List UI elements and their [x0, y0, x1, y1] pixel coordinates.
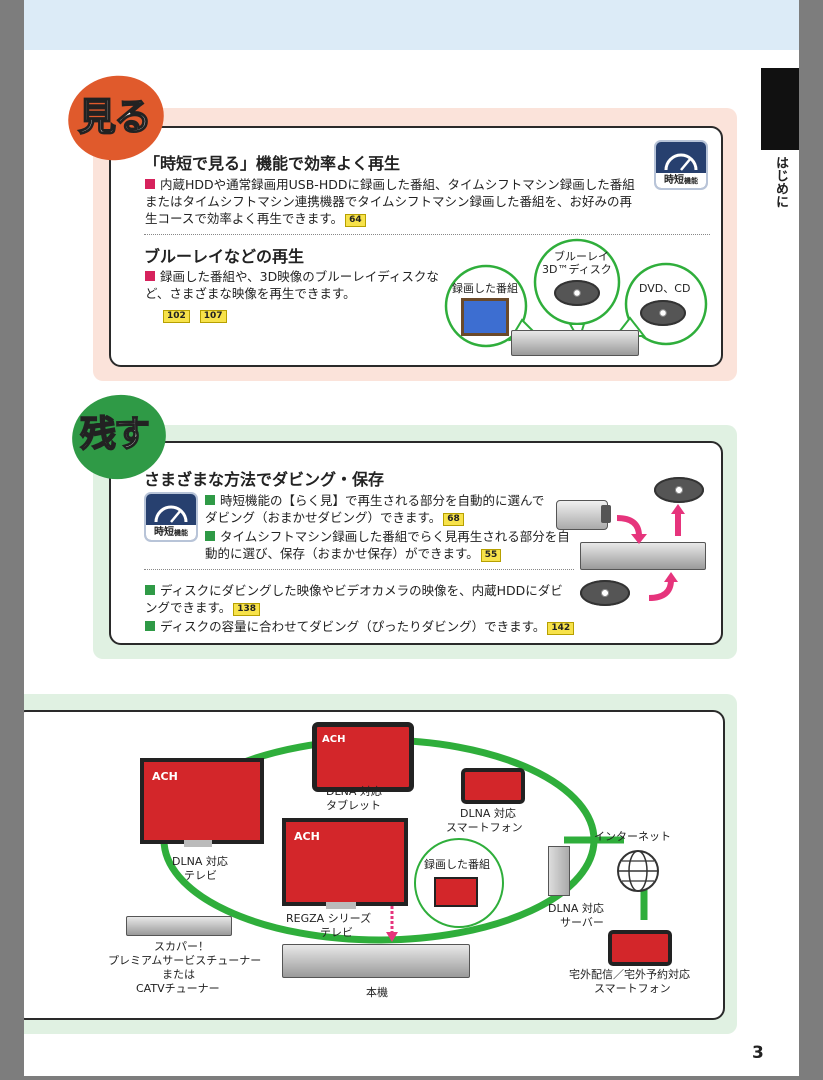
- keep-title: さまざまな方法でダビング・保存: [144, 470, 385, 489]
- jitan-label: 時短: [664, 175, 684, 186]
- remote-smartphone-icon: [608, 930, 672, 966]
- keep-bullet-4: ディスクの容量に合わせてダビング（ぴったりダビング）できます。142: [145, 618, 585, 635]
- manual-page: はじめに 見る 「時短で見る」機能で効率よく再生 時短機能 内蔵HDDや通常録画…: [24, 0, 799, 1076]
- bullet-square-icon: [205, 495, 215, 505]
- regza-label-line2: テレビ: [320, 926, 353, 939]
- keep-bullet-1: 時短機能の【らく見】で再生される部分を自動的に選んでダビング（おまかせダビング）…: [205, 492, 545, 526]
- regza-channel-mark: ACH: [294, 830, 320, 843]
- keep-bullet-3-text: ディスクにダビングした映像やビデオカメラの映像を、内蔵HDDにダビングできます。: [145, 583, 563, 615]
- globe-icon: [617, 850, 659, 892]
- tv-stand: [184, 840, 212, 847]
- page-number: 3: [752, 1043, 764, 1063]
- page-ref-badge[interactable]: 55: [480, 549, 502, 562]
- regza-tv-icon: [282, 818, 408, 906]
- dlna-tv-label-line2: テレビ: [184, 869, 217, 882]
- video-camera-icon: [556, 500, 608, 530]
- keep-inner-panel: [109, 441, 723, 645]
- jitan-label: 時短: [154, 527, 174, 538]
- keep-bullet-3: ディスクにダビングした映像やビデオカメラの映像を、内蔵HDDにダビングできます。…: [145, 582, 565, 616]
- keep-bullet-4-text: ディスクの容量に合わせてダビング（ぴったりダビング）できます。: [160, 619, 546, 634]
- watch-section2-title: ブルーレイなどの再生: [144, 247, 305, 266]
- page-ref-badge[interactable]: 102: [163, 310, 190, 323]
- divider: [144, 234, 710, 235]
- tablet-device-icon: [312, 722, 414, 792]
- tuner-label-line4: CATVチューナー: [136, 982, 220, 995]
- bubble-bluray-line2: 3D™ディスク: [542, 263, 612, 276]
- server-label-line2: サーバー: [560, 916, 604, 929]
- keep-bullet-2-text: タイムシフトマシン録画した番組でらく見再生される部分を自動的に選び、保存（おまか…: [205, 529, 570, 561]
- down-arrow-icon: [386, 906, 398, 942]
- tv-channel-mark: ACH: [152, 770, 178, 783]
- server-label-line1: DLNA 対応: [548, 902, 604, 915]
- jitan-badge-icon: 時短機能: [144, 492, 198, 542]
- bullet-square-icon: [145, 271, 155, 281]
- bubble-recorded-label: 録画した番組: [452, 282, 518, 295]
- bubble-dvd-label: DVD、CD: [639, 282, 691, 295]
- page-ref-badge[interactable]: 138: [233, 603, 261, 616]
- side-tab-label: はじめに: [773, 156, 788, 208]
- page-ref-badge[interactable]: 64: [345, 214, 366, 227]
- divider: [144, 569, 574, 570]
- remote-phone-label-line2: スマートフォン: [594, 982, 671, 995]
- smartphone-label-line2: スマートフォン: [446, 821, 523, 834]
- regza-label-line1: REGZA シリーズ: [286, 912, 372, 925]
- watch-section2-refs: 102 107: [161, 306, 227, 323]
- video-camera-lens-icon: [601, 505, 611, 523]
- tuner-label-line3: または: [162, 968, 195, 981]
- page-ref-badge[interactable]: 142: [547, 622, 575, 635]
- bullet-square-icon: [205, 531, 215, 541]
- tv-stand: [326, 902, 356, 909]
- page-ref-badge[interactable]: 107: [199, 310, 227, 323]
- bullet-square-icon: [145, 621, 155, 631]
- tablet-label-line2: タブレット: [326, 799, 381, 812]
- channel-mark: ACH: [322, 734, 346, 745]
- tablet-label-line1: DLNA 対応: [326, 785, 382, 798]
- bubble-bluray-line1: ブルーレイ: [554, 250, 609, 263]
- bullet-square-icon: [145, 179, 155, 189]
- main-unit-label: 本機: [366, 986, 388, 999]
- dlna-server-icon: [548, 846, 570, 896]
- smartphone-label-line1: DLNA 対応: [460, 807, 516, 820]
- jitan-badge-icon: 時短機能: [654, 140, 708, 190]
- recorded-program-thumb: [461, 298, 509, 336]
- keep-bullet-2: タイムシフトマシン録画した番組でらく見再生される部分を自動的に選び、保存（おまか…: [205, 528, 575, 562]
- speed-meter-icon: [664, 153, 698, 171]
- recorded-bubble-label: 録画した番組: [424, 858, 490, 871]
- tuner-label-line1: スカパー！: [154, 940, 209, 953]
- recorder-unit-icon: [580, 542, 706, 570]
- keep-bullet-1-text: 時短機能の【らく見】で再生される部分を自動的に選んでダビング（おまかせダビング）…: [205, 493, 545, 525]
- speed-meter-icon: [154, 505, 188, 523]
- page-ref-badge[interactable]: 68: [443, 513, 464, 526]
- watch-section1-bullet: 内蔵HDDや通常録画用USB-HDDに録画した番組、タイムシフトマシン録画した番…: [145, 176, 635, 227]
- tuner-label-line2: プレミアムサービスチューナー: [108, 954, 262, 967]
- tuner-box-icon: [126, 916, 232, 936]
- watch-section1-text: 内蔵HDDや通常録画用USB-HDDに録画した番組、タイムシフトマシン録画した番…: [145, 177, 635, 226]
- disc-icon-bottom: [580, 580, 630, 606]
- watch-badge-text: 見る: [77, 94, 153, 140]
- watch-inner-panel: [109, 126, 723, 367]
- internet-label: インターネット: [594, 830, 671, 843]
- bullet-square-icon: [145, 585, 155, 595]
- bluray-disc-icon: [554, 280, 600, 306]
- recorder-unit-icon: [511, 330, 639, 356]
- watch-section1-title: 「時短で見る」機能で効率よく再生: [144, 154, 401, 173]
- main-unit-icon: [282, 944, 470, 978]
- disc-icon-top: [654, 477, 704, 503]
- watch-section2-bullet: 録画した番組や、3D映像のブルーレイディスクなど、さまざまな映像を再生できます。: [145, 268, 443, 302]
- jitan-sub: 機能: [174, 529, 188, 537]
- keep-badge-text: 残す: [79, 413, 151, 456]
- recorded-thumb-icon: [434, 877, 478, 907]
- watch-section2-text: 録画した番組や、3D映像のブルーレイディスクなど、さまざまな映像を再生できます。: [145, 269, 439, 301]
- dubbing-arrows-icon: [616, 504, 685, 601]
- jitan-sub: 機能: [684, 177, 698, 185]
- header-band: [24, 0, 799, 50]
- dlna-tv-label-line1: DLNA 対応: [172, 855, 228, 868]
- side-tab-marker: [761, 68, 799, 150]
- dvd-disc-icon: [640, 300, 686, 326]
- remote-phone-label-line1: 宅外配信／宅外予約対応: [569, 968, 690, 981]
- smartphone-device-icon: [461, 768, 525, 804]
